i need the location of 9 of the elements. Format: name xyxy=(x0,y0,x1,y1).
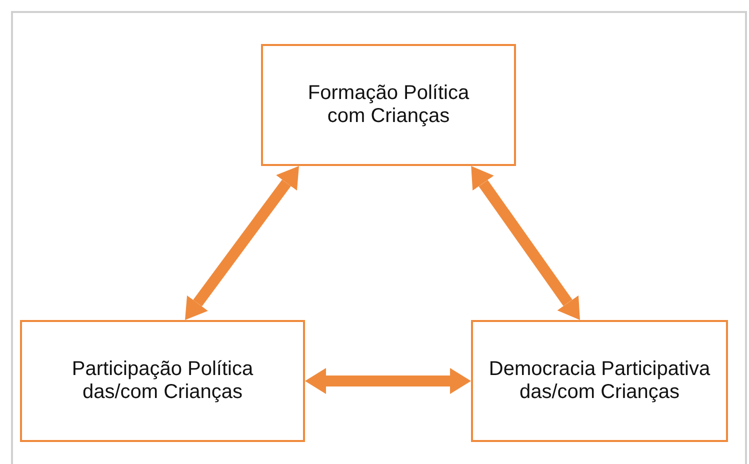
concept-box xyxy=(261,44,516,166)
box-label: Participação Política das/com Crianças xyxy=(70,358,254,404)
concept-box xyxy=(20,320,305,442)
box-label: Democracia Participativa das/com Crianças xyxy=(488,358,712,404)
double-arrow xyxy=(471,166,580,320)
concept-box xyxy=(471,320,728,442)
box-label: Formação Política com Crianças xyxy=(306,82,470,128)
double-arrow xyxy=(185,166,299,320)
double-arrow xyxy=(305,368,471,394)
